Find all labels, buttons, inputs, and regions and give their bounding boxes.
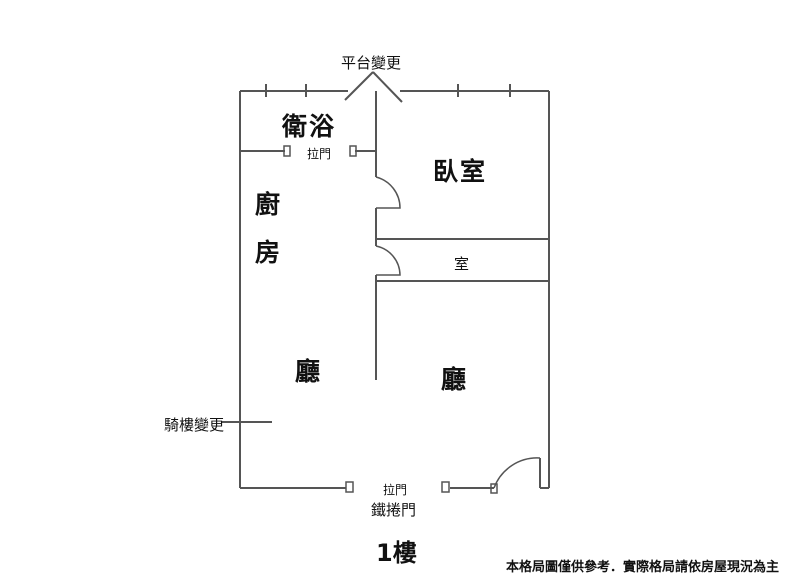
sliding-door-post: [441, 481, 450, 493]
sliding-door-label-top: 拉門: [307, 147, 332, 161]
room-label-kitchen-top: 廚: [255, 190, 283, 219]
room-label-hall-right: 廳: [441, 365, 469, 394]
door-swing-smallroom: [375, 245, 401, 276]
door-swing-bedroom: [375, 176, 401, 209]
room-label-bathroom: 衛浴: [282, 112, 337, 141]
room-label-hall-left: 廳: [295, 357, 323, 386]
room-label-small-room: 室: [454, 255, 470, 273]
balcony-change-mark-right: [372, 71, 403, 103]
door-swing-entrance: [493, 457, 541, 489]
arcade-change-label: 騎樓變更: [164, 416, 225, 434]
room-label-bedroom: 臥室: [433, 157, 488, 186]
shutter-door-label: 鐵捲門: [371, 501, 417, 519]
sliding-door-post: [283, 145, 291, 157]
floor-label: 1樓: [376, 539, 417, 567]
sliding-door-post: [345, 481, 354, 493]
disclaimer: 本格局圖僅供參考．實際格局請依房屋現況為主: [506, 560, 780, 575]
door-post: [490, 483, 498, 494]
balcony-change-mark-left: [344, 71, 374, 101]
room-label-kitchen-bottom: 房: [255, 238, 283, 267]
sliding-door-label-bottom: 拉門: [383, 483, 408, 497]
sliding-door-post: [349, 145, 357, 157]
balcony-change-label: 平台變更: [341, 54, 402, 72]
